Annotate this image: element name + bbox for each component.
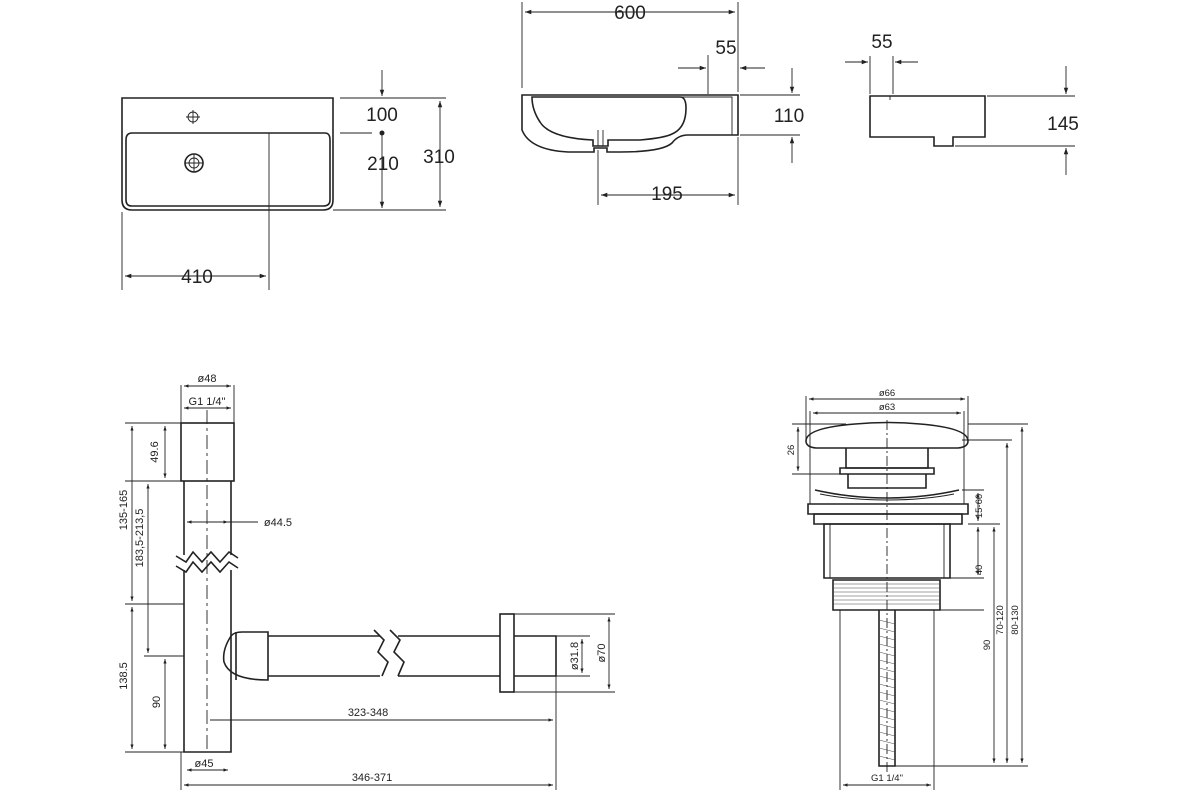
dim-depth-total: 310	[423, 147, 455, 168]
valve-cap	[805, 421, 969, 449]
dim-section-drain: 195	[651, 184, 683, 205]
thread-section	[832, 579, 941, 611]
dim-siphon-inlet-height: 138.5	[118, 662, 130, 690]
dim-valve-range-a: 70-120	[995, 605, 1006, 635]
basin-outline	[121, 97, 334, 211]
basin-end-view	[845, 56, 1075, 175]
basin-bowl	[125, 132, 331, 207]
basin-section-view	[521, 2, 800, 205]
dim-siphon-outlet-inner: 323-348	[348, 707, 388, 719]
dim-siphon-cap-height: 49.6	[149, 441, 161, 462]
dim-siphon-range-upper: 135-165	[118, 490, 130, 530]
dim-siphon-thread: G1 1/4"	[189, 396, 226, 408]
dim-siphon-outlet-outer: 346-371	[352, 772, 392, 784]
dim-rim-width: 55	[715, 38, 736, 59]
waste-valve-view	[792, 396, 1028, 790]
dim-valve-body-diameter: ø63	[879, 402, 895, 413]
dim-overall-width: 600	[614, 3, 646, 24]
dim-siphon-range-lower: 183,5-213,5	[134, 509, 146, 568]
dimension-labels: 410 100 210 310 600 55 110 195 55 145 ø4…	[118, 3, 1079, 784]
dim-end-height: 145	[1047, 114, 1079, 135]
dim-siphon-top-diameter: ø48	[198, 373, 217, 385]
dim-siphon-tube-diameter: ø44.5	[264, 517, 292, 529]
dim-basin-width: 410	[181, 267, 213, 288]
dim-valve-thread: G1 1/4"	[871, 773, 903, 784]
dim-valve-range-b: 80-130	[1010, 605, 1021, 635]
dim-valve-cap-height: 26	[786, 445, 797, 456]
siphon-cap	[180, 422, 235, 482]
dim-tap-offset: 100	[366, 105, 398, 126]
siphon-view	[125, 384, 615, 790]
dim-siphon-flange-diameter: ø70	[596, 644, 608, 663]
dim-section-height: 110	[774, 106, 804, 127]
dim-drain-offset: 210	[367, 154, 399, 175]
wall-flange	[499, 613, 515, 693]
basin-end-outline	[869, 95, 986, 147]
basin-top-view	[121, 70, 446, 290]
dim-siphon-outlet-height: 90	[151, 696, 163, 708]
dim-valve-cap-diameter: ø66	[879, 388, 895, 399]
dim-valve-adjust-range: 15-60	[974, 494, 985, 518]
dim-siphon-pipe-diameter: ø31.8	[569, 642, 581, 670]
basin-section-outline	[521, 94, 739, 153]
dim-valve-body-height: 40	[974, 565, 985, 576]
dim-valve-thread-length: 90	[982, 640, 993, 651]
dim-outlet-offset: 55	[871, 32, 892, 53]
dim-siphon-bottom-diameter: ø45	[195, 758, 214, 770]
